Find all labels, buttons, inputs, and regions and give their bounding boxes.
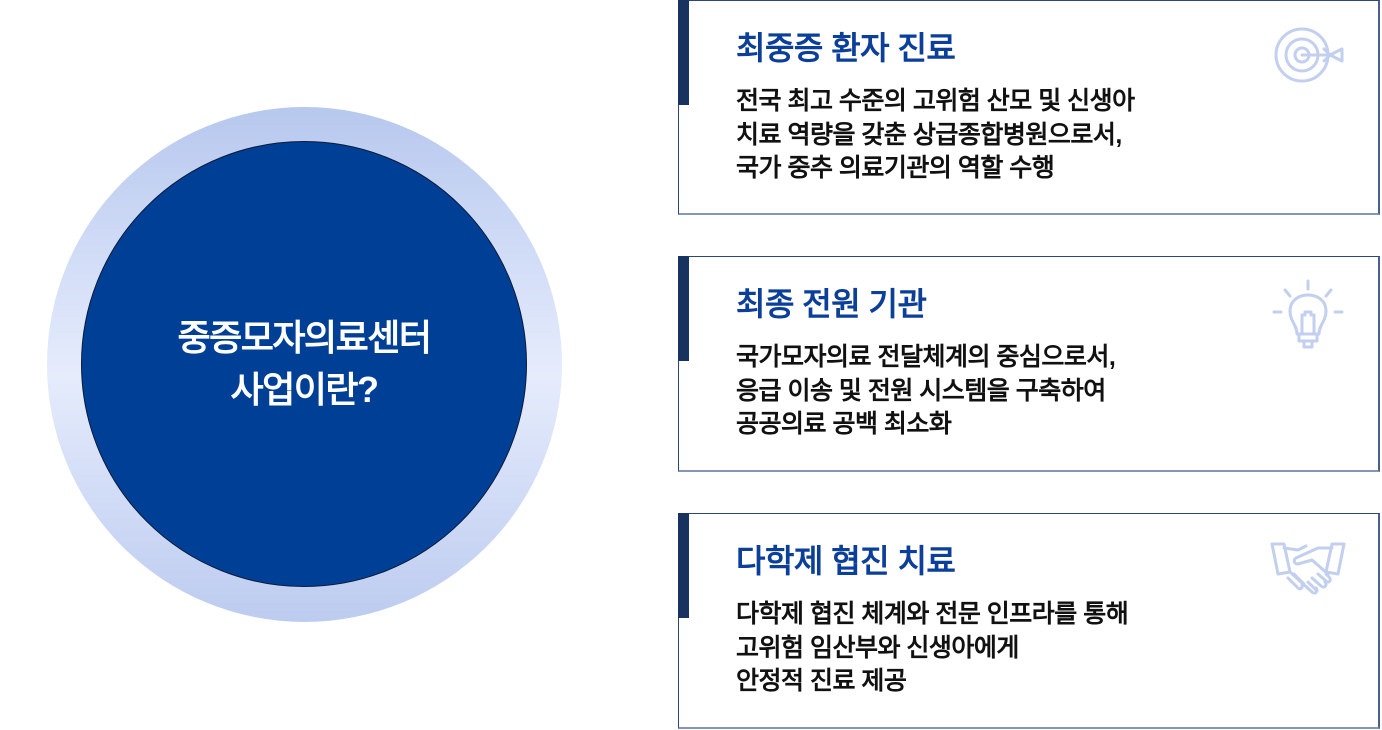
card-body-line: 응급 이송 및 전원 시스템을 구축하여	[736, 376, 1106, 405]
center-circle: 중증모자의료센터 사업이란?	[81, 141, 527, 587]
card-body: 다학제 협진 체계와 전문 인프라를 통해 고위험 임산부와 신생아에게 안정적…	[736, 598, 1129, 699]
card-accent-bar	[678, 513, 689, 618]
handshake-icon	[1268, 534, 1348, 604]
lightbulb-icon	[1268, 279, 1348, 351]
card-title: 다학제 협진 치료	[736, 543, 956, 579]
center-title-line-2: 사업이란?	[230, 369, 379, 410]
card-body-line: 고위험 임산부와 신생아에게	[736, 633, 1019, 662]
card-body-line: 국가 중추 의료기관의 역할 수행	[736, 154, 1055, 182]
card-multidisciplinary: 다학제 협진 치료 다학제 협진 체계와 전문 인프라를 통해 고위험 임산부와…	[678, 513, 1380, 729]
card-accent-bar	[678, 0, 689, 105]
card-accent-bar	[678, 256, 689, 361]
center-title-line-1: 중증모자의료센터	[177, 317, 432, 358]
target-icon	[1268, 19, 1348, 89]
card-body-line: 다학제 협진 체계와 전문 인프라를 통해	[736, 600, 1129, 628]
card-title: 최중증 환자 진료	[736, 30, 956, 66]
center-title: 중증모자의료센터 사업이란?	[177, 312, 432, 416]
card-body: 전국 최고 수준의 고위험 산모 및 신생아 치료 역량을 갖춘 상급종합병원으…	[736, 85, 1135, 186]
card-body-line: 전국 최고 수준의 고위험 산모 및 신생아	[736, 87, 1135, 115]
card-final-transfer: 최종 전원 기관 국가모자의료 전달체계의 중심으로서, 응급 이송 및 전원 …	[678, 256, 1380, 472]
card-critical-care: 최중증 환자 진료 전국 최고 수준의 고위험 산모 및 신생아 치료 역량을 …	[678, 0, 1380, 215]
card-title: 최종 전원 기관	[736, 286, 927, 322]
card-body-line: 국가모자의료 전달체계의 중심으로서,	[736, 343, 1116, 371]
card-body-line: 공공의료 공백 최소화	[736, 410, 952, 438]
card-body: 국가모자의료 전달체계의 중심으로서, 응급 이송 및 전원 시스템을 구축하여…	[736, 341, 1116, 442]
card-body-line: 치료 역량을 갖춘 상급종합병원으로서,	[736, 120, 1122, 149]
card-body-line: 안정적 진료 제공	[736, 667, 907, 695]
